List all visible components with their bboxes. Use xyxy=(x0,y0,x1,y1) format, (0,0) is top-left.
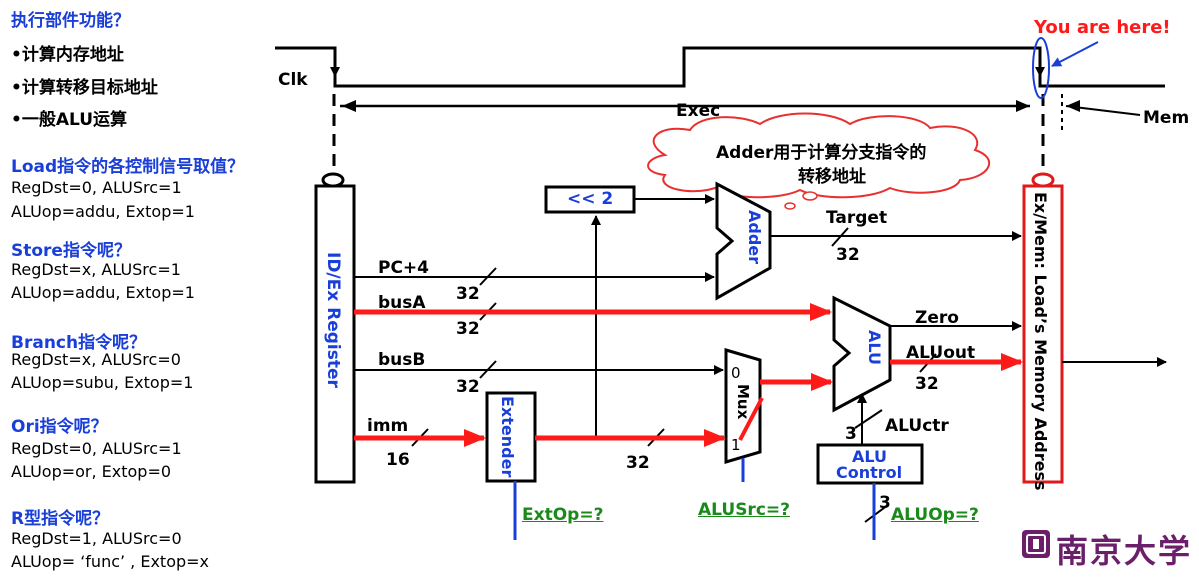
exec-label: Exec xyxy=(676,101,721,121)
extender-label: Extender xyxy=(498,396,517,478)
alusrc-signal: ALUSrc=? xyxy=(698,500,790,520)
target-label: Target xyxy=(826,208,888,228)
section-line: ALUop= ‘func’ , Extop=x xyxy=(11,552,210,571)
section-line: RegDst=x, ALUSrc=1 xyxy=(11,260,181,279)
alu-control-box xyxy=(816,443,924,485)
red-wires xyxy=(354,303,1023,447)
shift-left-box xyxy=(544,185,636,214)
section-line: ALUop=subu, Extop=1 xyxy=(11,373,194,392)
adder-shape xyxy=(715,181,772,301)
section-heading: Load指令的各控制信号取值？ xyxy=(11,157,245,177)
adder-label: Adder xyxy=(745,210,764,265)
bullet-item: •一般ALU运算 xyxy=(11,110,128,130)
university-logo-text: 南京大学 xyxy=(1056,532,1193,570)
alu-control-label-2: Control xyxy=(836,463,903,482)
control-lines xyxy=(513,458,876,540)
pc4-width: 32 xyxy=(456,284,480,304)
shift-left-label: << 2 xyxy=(567,189,614,209)
mux-input-0: 0 xyxy=(731,364,741,382)
extop-signal: ExtOp=? xyxy=(522,505,604,525)
bullet-item: •计算转移目标地址 xyxy=(11,78,158,98)
alu-control-label-1: ALU xyxy=(852,447,887,466)
aluop-width: 3 xyxy=(879,493,891,513)
section-line: RegDst=0, ALUSrc=1 xyxy=(11,178,182,197)
callout-text-1: Adder用于计算分支指令的 xyxy=(716,143,927,163)
section-heading: Store指令呢？ xyxy=(11,241,131,261)
ex-mem-register xyxy=(1022,172,1064,484)
extender-out-width: 32 xyxy=(626,453,650,473)
mem-label: Mem xyxy=(1143,108,1190,128)
you-are-here-marker xyxy=(1032,37,1099,99)
exec-timing xyxy=(332,94,1141,175)
section-line: RegDst=1, ALUSrc=0 xyxy=(11,529,182,548)
ex-mem-register-label: Ex/Mem: Load’s Memory Address xyxy=(1031,192,1050,491)
busA-width: 32 xyxy=(456,319,480,339)
mux-label: Mux xyxy=(734,384,752,420)
id-ex-register-label: ID/Ex Register xyxy=(323,252,343,388)
callout-cloud xyxy=(647,112,990,210)
target-width: 32 xyxy=(836,245,860,265)
alu-label: ALU xyxy=(865,330,884,365)
busB-label: busB xyxy=(378,350,426,370)
section-heading: Ori指令呢？ xyxy=(11,417,108,437)
busA-label: busA xyxy=(378,293,426,313)
section-line: RegDst=0, ALUSrc=1 xyxy=(11,439,182,458)
section-line: ALUop=addu, Extop=1 xyxy=(11,283,195,302)
bullet-item: •计算内存地址 xyxy=(11,45,124,65)
section-line: ALUop=addu, Extop=1 xyxy=(11,202,195,221)
mux-input-1: 1 xyxy=(731,436,741,454)
zero-label: Zero xyxy=(915,308,959,328)
aluout-width: 32 xyxy=(915,374,939,394)
imm-width: 16 xyxy=(386,450,410,470)
busB-width: 32 xyxy=(456,377,480,397)
black-wires xyxy=(354,194,1167,523)
pc4-label: PC+4 xyxy=(378,258,430,278)
imm-label: imm xyxy=(367,416,409,436)
aluctr-width: 3 xyxy=(845,424,857,444)
extender-box xyxy=(485,391,537,483)
alu-shape xyxy=(832,295,892,413)
clock-waveform xyxy=(275,46,1165,88)
university-seal xyxy=(1022,530,1050,558)
aluop-signal: ALUOp=? xyxy=(891,505,979,525)
aluctr-label: ALUctr xyxy=(885,416,949,436)
mux-shape xyxy=(724,347,762,465)
section-line: ALUop=or, Extop=0 xyxy=(11,462,172,481)
id-ex-register xyxy=(314,172,356,484)
section-heading: Branch指令呢？ xyxy=(11,333,147,353)
aluout-label: ALUout xyxy=(906,343,976,363)
section-heading: R型指令呢？ xyxy=(11,509,110,529)
you-are-here-label: You are here! xyxy=(1034,17,1171,38)
callout-text-2: 转移地址 xyxy=(798,167,866,187)
sidebar-title: 执行部件功能？ xyxy=(11,11,130,31)
section-line: RegDst=x, ALUSrc=0 xyxy=(11,350,181,369)
clk-label: Clk xyxy=(278,70,308,90)
